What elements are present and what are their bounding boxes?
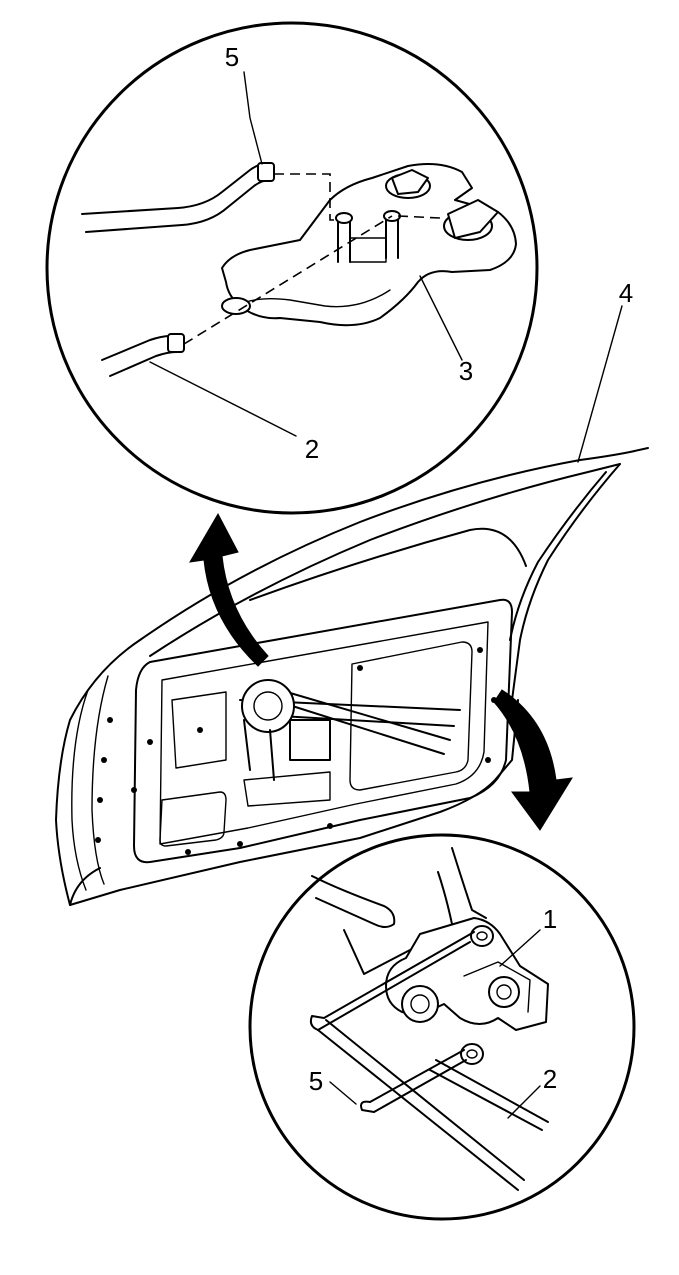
detail-arrows <box>189 512 573 831</box>
top-lower-connection-dash <box>183 215 393 345</box>
arrow-to-top-detail <box>189 512 269 667</box>
window-regulator-motor <box>241 679 295 733</box>
top-rod-lower-clip <box>167 333 185 353</box>
lock-assembly-bracket <box>221 163 517 327</box>
top-rod-upper-clip <box>257 162 275 182</box>
bottom-callout-5: 5 <box>309 1066 323 1096</box>
bracket-bolt-boss <box>221 297 251 315</box>
door-window-frame <box>139 447 649 641</box>
top-callout-5: 5 <box>225 42 239 72</box>
top-detail-view: 5 3 2 <box>45 21 539 515</box>
door-inner-panel <box>133 598 513 864</box>
top-callout-3: 3 <box>459 356 473 386</box>
rod-clip-lower <box>460 1043 484 1065</box>
latch-pivot <box>401 985 439 1023</box>
bottom-rod-upper <box>317 931 475 1031</box>
rod-clip-upper <box>470 925 494 947</box>
top-callout-2: 2 <box>305 434 319 464</box>
door-mounting-holes <box>95 647 497 855</box>
front-door: 4 <box>55 278 649 906</box>
door-access-hole-center <box>349 641 473 791</box>
door-outer-panel <box>55 639 519 906</box>
door-access-hole-left <box>159 791 227 847</box>
latch-bolt <box>488 976 520 1008</box>
bottom-detail-circle <box>248 833 636 1221</box>
bottom-callout-2: 2 <box>543 1064 557 1094</box>
arrow-to-bottom-detail <box>493 689 573 831</box>
bottom-detail-view: 1 2 5 <box>248 833 636 1221</box>
bottom-callout-1: 1 <box>543 904 557 934</box>
door-callout-4: 4 <box>619 278 633 308</box>
